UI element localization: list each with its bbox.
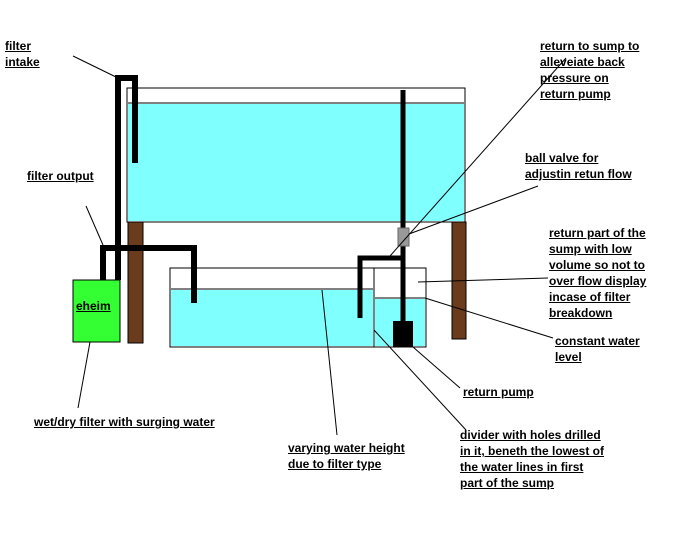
display-tank-water bbox=[128, 104, 464, 221]
ball-valve bbox=[397, 227, 410, 247]
label-constant-water: constant water level bbox=[555, 334, 640, 364]
label-return-part: return part of the sump with low volume … bbox=[549, 226, 647, 320]
filter-output-pipe bbox=[100, 245, 197, 303]
sump-water-first bbox=[171, 290, 373, 346]
label-return-to-sump: return to sump to alleveiate back pressu… bbox=[540, 39, 640, 101]
label-ball-valve: ball valve for adjustin retun flow bbox=[525, 151, 632, 181]
label-divider: divider with holes drilled in it, beneth… bbox=[460, 428, 604, 490]
label-eheim: eheim bbox=[76, 299, 111, 313]
eheim-filter-box bbox=[72, 279, 121, 343]
label-varying-water: varying water height due to filter type bbox=[288, 441, 405, 471]
label-filter-output: filter output bbox=[27, 169, 94, 183]
filter-intake-pipe bbox=[115, 75, 138, 280]
label-filter-intake: filter intake bbox=[5, 39, 40, 69]
leader-lines bbox=[72, 55, 567, 436]
bypass-pipe bbox=[357, 255, 403, 318]
label-wet-dry-filter: wet/dry filter with surging water bbox=[34, 415, 215, 429]
return-pump bbox=[393, 321, 413, 347]
stand-leg-left bbox=[127, 221, 144, 344]
label-return-pump: return pump bbox=[463, 385, 534, 399]
